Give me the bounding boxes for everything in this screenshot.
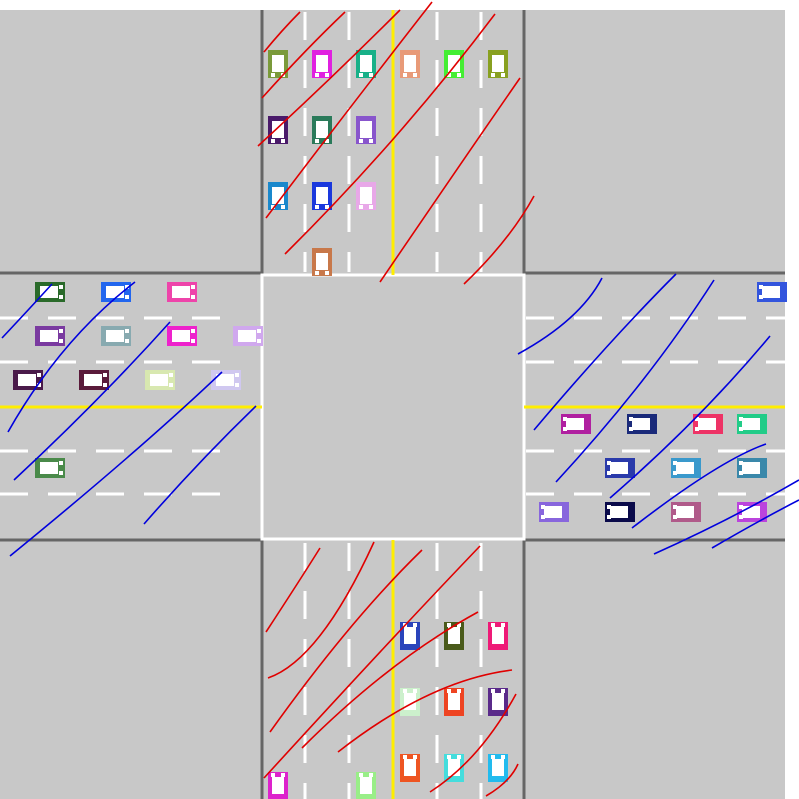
red-annotation-stroke bbox=[379, 77, 521, 283]
blue-annotation-stroke bbox=[517, 277, 603, 355]
vehicle bbox=[35, 282, 65, 302]
blue-annotation-stroke bbox=[9, 371, 223, 557]
vehicle bbox=[605, 458, 635, 478]
vehicles bbox=[13, 50, 787, 799]
vehicle bbox=[561, 414, 591, 434]
vehicle bbox=[444, 688, 464, 716]
vehicle bbox=[400, 50, 420, 78]
vehicle bbox=[627, 414, 657, 434]
vehicle bbox=[145, 370, 175, 390]
blue-annotation-stroke bbox=[13, 321, 171, 481]
red-annotation-stroke bbox=[301, 611, 479, 749]
red-annotation-stroke bbox=[429, 693, 517, 793]
blue-annotation-stroke bbox=[555, 279, 715, 483]
blue-annotation-stroke bbox=[711, 499, 799, 549]
red-annotation-stroke bbox=[265, 547, 321, 633]
vehicle bbox=[488, 50, 508, 78]
red-annotation-stroke bbox=[267, 541, 375, 679]
vehicle bbox=[400, 754, 420, 782]
red-annotation-stroke bbox=[265, 1, 433, 219]
red-annotation-stroke bbox=[263, 11, 301, 53]
red-annotation-stroke bbox=[257, 9, 401, 147]
vehicle bbox=[400, 688, 420, 716]
vehicle bbox=[737, 414, 767, 434]
vehicle bbox=[444, 50, 464, 78]
vehicle bbox=[356, 182, 376, 210]
vehicle bbox=[356, 116, 376, 144]
blue-annotation-stroke bbox=[143, 405, 257, 525]
vehicle bbox=[488, 754, 508, 782]
blue-annotation-stroke bbox=[1, 283, 53, 339]
vehicle bbox=[13, 370, 43, 390]
road-markings bbox=[0, 10, 785, 799]
vehicle bbox=[35, 326, 65, 346]
red-annotation-stroke bbox=[269, 549, 423, 733]
vehicle bbox=[211, 370, 241, 390]
vehicle bbox=[167, 326, 197, 346]
vehicle bbox=[268, 182, 288, 210]
vehicle bbox=[312, 116, 332, 144]
vehicle bbox=[268, 50, 288, 78]
vehicle bbox=[356, 50, 376, 78]
red-annotation-stroke bbox=[463, 195, 535, 285]
vehicle bbox=[167, 282, 197, 302]
vehicle bbox=[693, 414, 723, 434]
vehicle bbox=[101, 282, 131, 302]
vehicle bbox=[35, 458, 65, 478]
vehicle bbox=[488, 622, 508, 650]
vehicle bbox=[671, 458, 701, 478]
vehicle bbox=[356, 772, 376, 799]
blue-annotation-stroke bbox=[653, 479, 799, 555]
vehicle bbox=[400, 622, 420, 650]
vehicle bbox=[312, 248, 332, 276]
vehicle bbox=[605, 502, 635, 522]
vehicle bbox=[737, 458, 767, 478]
blue-annotation-stroke bbox=[609, 335, 771, 499]
vehicle bbox=[79, 370, 109, 390]
red-annotation-stroke bbox=[284, 13, 496, 255]
vehicle bbox=[101, 326, 131, 346]
vehicle bbox=[268, 772, 288, 799]
blue-annotation-stroke bbox=[7, 281, 136, 433]
vehicle bbox=[312, 50, 332, 78]
blue-annotation-stroke bbox=[631, 443, 767, 529]
vehicle bbox=[312, 182, 332, 210]
vehicle bbox=[233, 326, 263, 346]
vehicle bbox=[757, 282, 787, 302]
vehicle bbox=[539, 502, 569, 522]
red-annotation-stroke bbox=[263, 545, 481, 779]
blue-annotation-stroke bbox=[533, 273, 677, 431]
vehicle bbox=[488, 688, 508, 716]
red-annotation-stroke bbox=[337, 669, 513, 753]
vehicle bbox=[671, 502, 701, 522]
red-annotation-stroke bbox=[261, 11, 346, 99]
red-annotation-stroke bbox=[485, 763, 519, 797]
